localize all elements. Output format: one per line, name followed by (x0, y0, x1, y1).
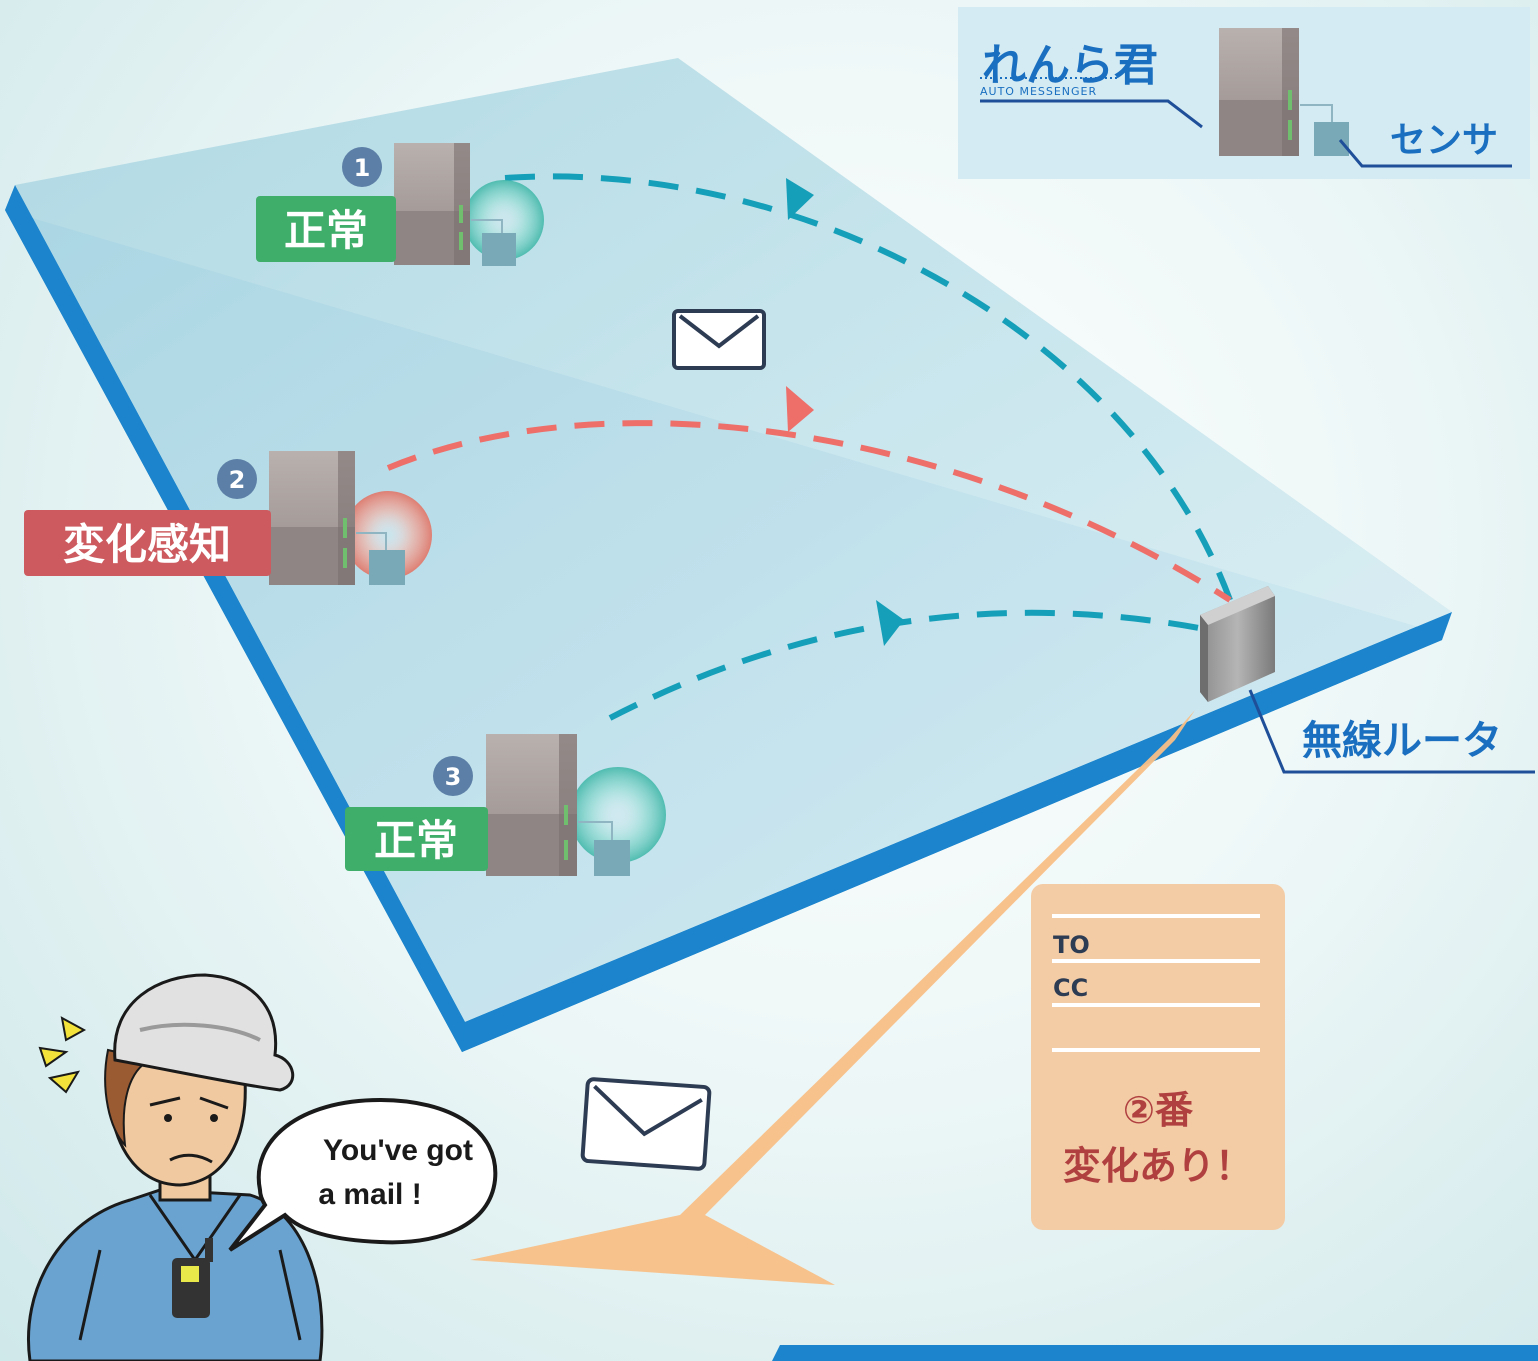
machine-2-status: 変化感知 (63, 520, 231, 569)
machine-3-number-badge (433, 756, 473, 796)
machine-2-status-badge (24, 510, 271, 576)
machine-3-sensor-aura (570, 767, 666, 863)
mail-card: TO CC ②番 変化あり！ (1031, 884, 1285, 1230)
bottom-edge (772, 1345, 1538, 1361)
alert-mark-icon-3 (47, 1070, 81, 1094)
machine-1-status: 正常 (284, 206, 368, 255)
logo-leader-line (980, 99, 1203, 129)
signal-arrow-3 (876, 600, 904, 646)
machine-1-sensor (482, 233, 516, 266)
legend-machine-icon (1219, 28, 1349, 156)
mail-envelope-icon (672, 309, 766, 370)
machine-1: 1 正常 (256, 143, 544, 266)
machine-3-status: 正常 (374, 816, 458, 865)
speech-line2: a mail ! (318, 1178, 421, 1211)
machine-3-sensor (594, 840, 630, 876)
speech-line1: You've got (323, 1134, 473, 1167)
machine-2: 2 変化感知 (24, 451, 432, 585)
logo-subtitle: Auto Messenger (980, 85, 1097, 98)
wireless-router (1200, 586, 1275, 702)
alert-mark-icon (60, 1016, 87, 1042)
worker-helmet (113, 973, 295, 1092)
signal-paths (386, 173, 1233, 721)
speech-bubble: You've got a mail ! (228, 1097, 498, 1252)
signal-path-2 (386, 420, 1232, 603)
machine-3-status-badge (345, 807, 488, 871)
mail-message-line2: 変化あり！ (1063, 1144, 1253, 1188)
mail-message-line1: ②番 (1123, 1088, 1193, 1132)
machine-1-status-badge (256, 196, 396, 262)
mail-card-background (1031, 884, 1285, 1230)
speech-bubble-shape (228, 1097, 498, 1252)
router-leader-line (1248, 689, 1535, 774)
machine-2-number: 2 (229, 466, 246, 494)
delivered-mail-envelope-icon (580, 1077, 712, 1171)
router-label: 無線ルータ (1302, 718, 1502, 764)
worker-illustration (27, 973, 324, 1361)
mail-cc-label: CC (1053, 974, 1088, 1002)
sensor-leader-line (1338, 139, 1512, 168)
machine-3: 3 正常 (345, 734, 666, 876)
floor-surface (15, 58, 1452, 1022)
signal-path-1 (504, 173, 1233, 602)
sensor-label: センサ (1390, 120, 1498, 161)
alert-mark-icon-2 (38, 1046, 69, 1068)
signal-arrow-1 (786, 178, 814, 220)
floor-edge-right (462, 612, 1452, 1052)
mail-to-label: TO (1053, 931, 1090, 959)
logo-text: れんら君 (982, 40, 1158, 91)
machine-2-number-badge (217, 459, 257, 499)
signal-path-3 (608, 609, 1211, 721)
machine-2-sensor (369, 550, 405, 585)
machine-2-sensor-aura (344, 491, 432, 579)
machine-1-number: 1 (354, 154, 371, 182)
legend-box: れんら君 Auto Messenger センサ (958, 7, 1530, 179)
machine-3-number: 3 (445, 763, 462, 791)
signal-arrow-2 (786, 386, 814, 432)
legend-sensor-box (1314, 122, 1349, 156)
machine-1-number-badge (342, 147, 382, 187)
